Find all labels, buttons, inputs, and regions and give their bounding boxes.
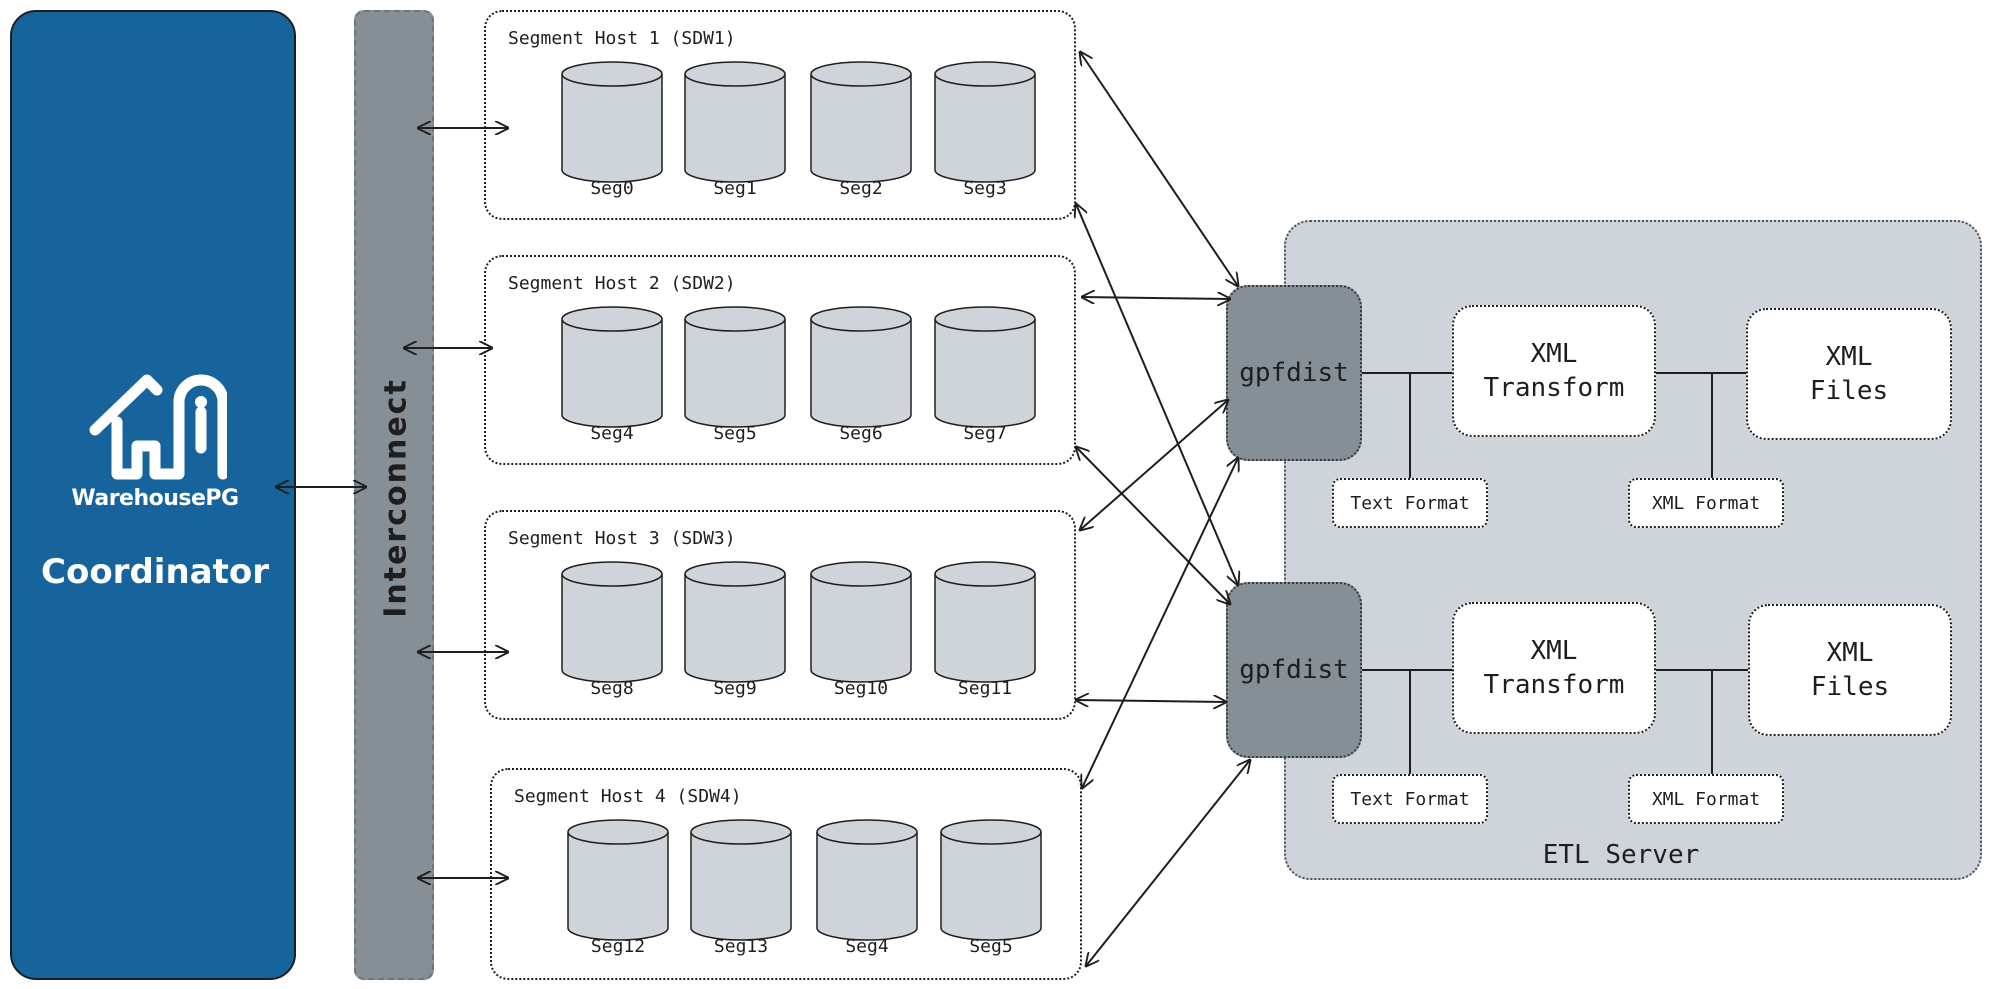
host3-gpfdist1-arrow [1080,400,1228,530]
gpfdist-1: gpfdist [1226,285,1362,461]
host-title: Segment Host 3 (SDW3) [508,528,736,549]
segment-host-1: Segment Host 1 (SDW1) Seg0 Seg1 Seg2 Seg… [484,10,1076,220]
xml-format-2: XML Format [1628,774,1784,824]
segment-label: Seg2 [839,178,883,199]
host1-gpfdist1-arrow [1080,52,1238,286]
segment-label: Seg4 [845,936,889,957]
segment-label: Seg5 [969,936,1013,957]
xml-format-1: XML Format [1628,478,1784,528]
host1-gpfdist2-arrow [1076,204,1238,585]
segment-label: Seg5 [713,423,757,444]
coordinator-label: Coordinator [41,552,269,592]
xml-transform-2: XML Transform [1452,602,1656,734]
xml-files-1: XML Files [1746,308,1952,440]
interconnect-label: Interconnect [378,378,414,618]
segment-label: Seg10 [833,678,889,699]
host-title: Segment Host 4 (SDW4) [514,786,742,807]
host2-gpfdist2-arrow [1076,447,1230,604]
segment-label: Seg11 [957,678,1013,699]
text-format-2: Text Format [1332,774,1488,824]
logo-text: WarehousePG [71,486,239,511]
interconnect-bar: Interconnect [354,10,434,980]
host4-gpfdist2-arrow [1086,760,1250,966]
host-title: Segment Host 1 (SDW1) [508,28,736,49]
segment-label: Seg3 [963,178,1007,199]
segment-label: Seg0 [590,178,634,199]
segment-label: Seg7 [963,423,1007,444]
coordinator-block: WarehousePG Coordinator [10,10,296,980]
xml-transform-1: XML Transform [1452,305,1656,437]
etl-server-label: ETL Server [1542,840,1700,870]
text-format-1: Text Format [1332,478,1488,528]
gpfdist-2: gpfdist [1226,582,1362,758]
segment-label: Seg8 [590,678,634,699]
segment-label: Seg1 [713,178,757,199]
segment-host-4: Segment Host 4 (SDW4) Seg12 Seg13 Seg4 S… [490,768,1082,980]
segment-label: Seg4 [590,423,634,444]
segment-label: Seg6 [839,423,883,444]
segment-label: Seg12 [590,936,646,957]
host4-gpfdist1-arrow [1082,458,1238,788]
host3-gpfdist2-arrow [1076,700,1226,702]
host-title: Segment Host 2 (SDW2) [508,273,736,294]
segment-host-3: Segment Host 3 (SDW3) Seg8 Seg9 Seg10 Se… [484,510,1076,720]
xml-files-2: XML Files [1748,604,1952,736]
warehousepg-logo-icon [89,374,227,480]
segment-label: Seg13 [713,936,769,957]
host2-gpfdist1-arrow [1082,297,1230,299]
segment-label: Seg9 [713,678,757,699]
segment-host-2: Segment Host 2 (SDW2) Seg4 Seg5 Seg6 Seg… [484,255,1076,465]
